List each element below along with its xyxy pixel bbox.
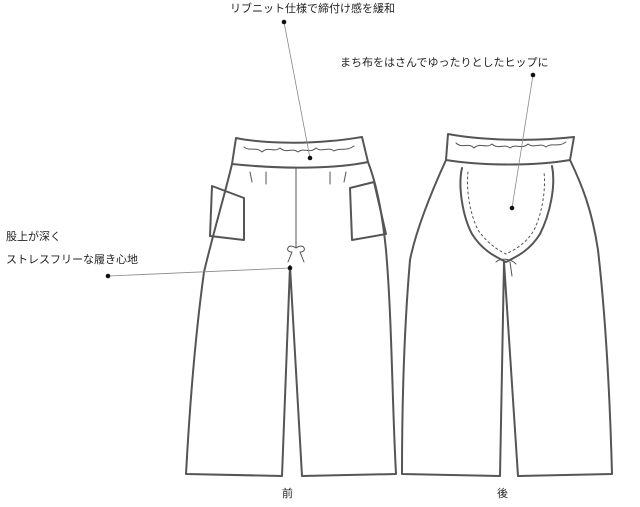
- dot-rib-knit-start: [281, 19, 287, 25]
- dot-rise-end: [287, 265, 293, 271]
- front-left-pocket: [209, 185, 245, 241]
- dot-gusset-end: [509, 205, 515, 211]
- front-right-pocket: [349, 181, 387, 241]
- view-label-back: 後: [497, 487, 508, 500]
- front-rib-gathers: [243, 145, 355, 153]
- annotation-rise-line2: ストレスフリーな履き心地: [6, 253, 138, 266]
- leader-rib-knit: [283, 21, 311, 159]
- leader-rise: [107, 267, 291, 277]
- view-label-front: 前: [282, 487, 293, 500]
- back-rib-gathers: [455, 141, 567, 149]
- back-body-outline: [401, 159, 613, 477]
- back-gusset: [459, 165, 555, 263]
- annotation-rise-line1: 股上が深く: [6, 230, 61, 243]
- leader-gusset: [511, 74, 534, 209]
- dot-rib-knit-end: [307, 155, 313, 161]
- annotation-gusset: まち布をはさんでゆったりとしたヒップに: [340, 56, 549, 69]
- dot-gusset-start: [530, 72, 536, 78]
- annotation-rib-knit: リブニット仕様で締付け感を緩和: [230, 2, 395, 15]
- front-body-gathers: [249, 171, 347, 185]
- front-drawstring: [287, 245, 305, 263]
- dot-rise-start: [105, 273, 111, 279]
- back-gusset-stitch: [467, 171, 545, 255]
- back-pants: [401, 133, 613, 477]
- back-crotch-detail: [495, 258, 517, 279]
- front-pants: [185, 136, 397, 477]
- back-waistband: [445, 133, 575, 166]
- front-body-outline: [185, 161, 397, 477]
- front-waistband: [231, 136, 369, 169]
